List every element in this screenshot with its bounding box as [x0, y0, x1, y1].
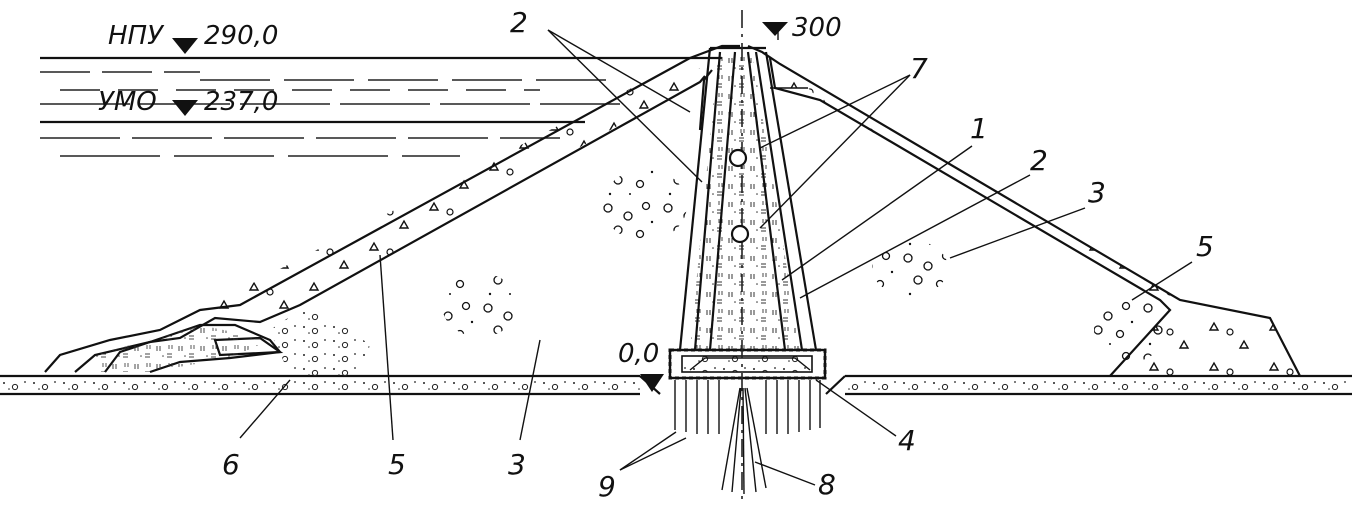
callout-2-right: 2 [1030, 144, 1048, 177]
umo-value: 237,0 [204, 87, 278, 117]
callout-4: 4 [898, 424, 916, 457]
callout-1: 1 [970, 112, 988, 145]
callout-5-bottom: 5 [388, 448, 406, 481]
callout-3-bottom: 3 [508, 448, 526, 481]
upstream-toe-berm [74, 323, 284, 374]
reservoir-water [40, 56, 722, 157]
crest-level: 300 [792, 13, 842, 43]
callout-9: 9 [598, 470, 616, 503]
grout-curtain [674, 380, 821, 434]
level-markers [172, 22, 788, 392]
central-core [678, 46, 818, 351]
umo-label: УМО [98, 87, 157, 117]
callout-3-right: 3 [1088, 176, 1106, 209]
npu-label: НПУ [108, 21, 165, 51]
npu-value: 290,0 [204, 21, 278, 51]
piezometers [728, 148, 750, 244]
drainage-fan [721, 10, 767, 505]
callout-5-right: 5 [1196, 230, 1214, 263]
callout-2-top: 2 [510, 6, 528, 39]
gravel-zones [270, 169, 1166, 376]
downstream-shell [747, 44, 1301, 377]
callout-7: 7 [910, 52, 928, 85]
base-level: 0,0 [618, 339, 659, 369]
base-gallery [668, 348, 827, 380]
callout-8: 8 [818, 468, 836, 501]
callout-6: 6 [222, 448, 240, 481]
leader-lines [239, 29, 1193, 486]
